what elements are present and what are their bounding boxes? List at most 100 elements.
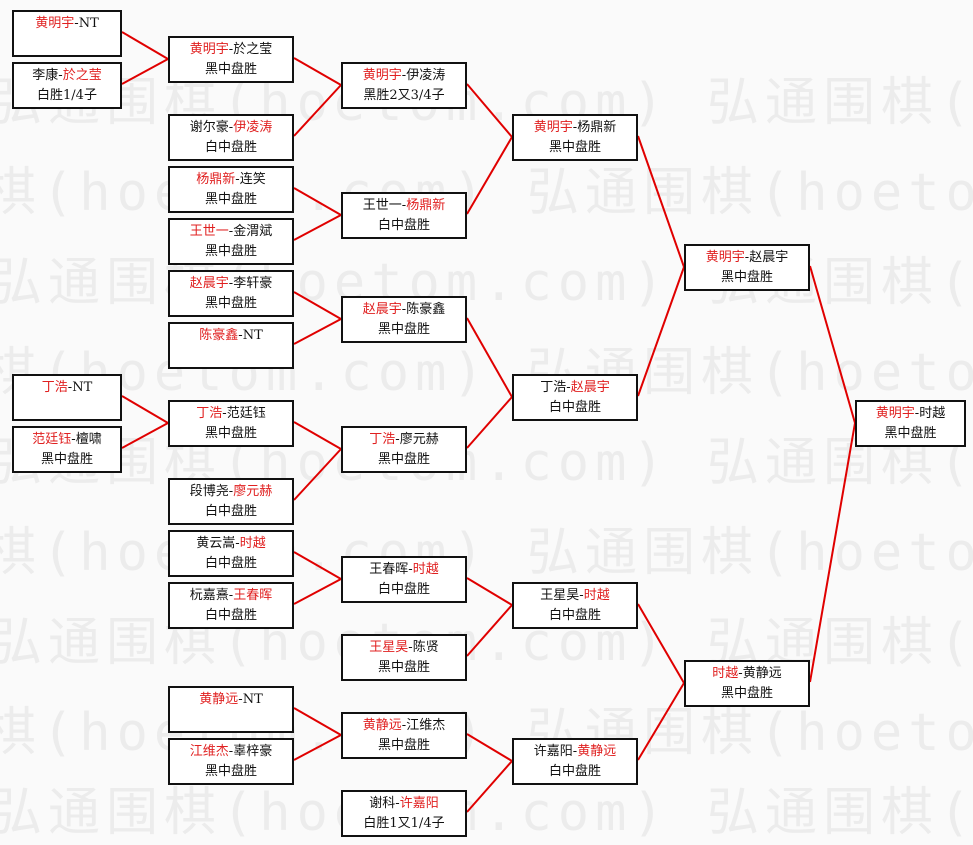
bracket-connector: [293, 84, 342, 137]
bracket-connector: [466, 760, 513, 813]
separator: -: [228, 120, 234, 135]
match-box: 赵晨宇-李轩豪黑中盘胜: [168, 270, 294, 317]
match-players: 丁浩-赵晨宇: [514, 378, 636, 398]
bracket-connector: [466, 136, 513, 215]
player-black: 黄明宇: [362, 68, 402, 83]
bracket-connector: [293, 214, 342, 241]
match-players: 谢尔豪-伊凌涛: [170, 118, 292, 138]
separator: -: [738, 666, 743, 681]
bracket-connector: [293, 318, 342, 345]
player-white: NT: [242, 692, 263, 707]
player-white: 金渭斌: [233, 224, 273, 239]
match-players: 丁浩-NT: [14, 378, 120, 398]
match-result: 白中盘胜: [204, 608, 257, 623]
separator: -: [401, 198, 407, 213]
match-box: 黄明宇-NT: [12, 10, 122, 57]
player-black: 范廷钰: [32, 432, 72, 447]
player-black: 王星昊: [369, 640, 409, 655]
player-black: 王星昊: [540, 588, 580, 603]
player-white: 时越: [239, 536, 266, 551]
separator: -: [401, 718, 407, 733]
match-result: [14, 398, 120, 418]
match-result: 黑中盘胜: [204, 192, 257, 207]
separator: -: [228, 588, 234, 603]
player-black: 黄明宇: [35, 16, 75, 31]
match-box: 时越-黄静远黑中盘胜: [684, 660, 810, 707]
player-black: 杨鼎新: [196, 172, 236, 187]
match-box: 王世一-金渭斌黑中盘胜: [168, 218, 294, 265]
match-box: 黄明宇-於之莹黑中盘胜: [168, 36, 294, 83]
player-black: 王世一: [362, 198, 402, 213]
separator: -: [238, 328, 243, 343]
match-result: 黑中盘胜: [40, 452, 93, 467]
player-black: 黄明宇: [189, 42, 229, 57]
match-players: 黄明宇-赵晨宇: [686, 248, 808, 268]
separator: -: [744, 250, 750, 265]
watermark-text: 弘通围棋(hoetom.com) 弘通围棋(hoetom.com) 弘通围棋(h…: [0, 433, 973, 493]
match-players: 黄云嵩-时越: [170, 534, 292, 554]
match-players: 黄明宇-杨鼎新: [514, 118, 636, 138]
player-white: 连笑: [239, 172, 266, 187]
watermark-text: 弘通围棋(hoetom.com) 弘通围棋(hoetom.com) 弘通围棋(h…: [0, 613, 973, 673]
bracket-connector: [637, 603, 685, 684]
player-white: 许嘉阳: [399, 796, 439, 811]
player-white: 杨鼎新: [406, 198, 446, 213]
player-white: 黄静远: [577, 744, 617, 759]
match-result: 白中盘胜: [548, 400, 601, 415]
separator: -: [408, 562, 413, 577]
match-players: 李康-於之莹: [14, 66, 120, 86]
match-result: 黑中盘胜: [720, 686, 773, 701]
match-players: 黄明宇-时越: [857, 404, 964, 424]
bracket-connector: [121, 395, 169, 424]
separator: -: [67, 380, 73, 395]
player-black: 黄静远: [362, 718, 402, 733]
match-players: 王春晖-时越: [343, 560, 465, 580]
bracket-connector: [293, 291, 342, 320]
match-players: 王世一-杨鼎新: [343, 196, 465, 216]
player-white: 陈豪鑫: [406, 302, 446, 317]
separator: -: [235, 536, 240, 551]
player-white: 辜梓豪: [233, 744, 273, 759]
match-result: [170, 346, 292, 366]
match-players: 时越-黄静远: [686, 664, 808, 684]
separator: -: [401, 68, 407, 83]
match-box: 赵晨宇-陈豪鑫黑中盘胜: [341, 296, 467, 343]
player-white: 黄静远: [742, 666, 782, 681]
match-result: 黑中盘胜: [720, 270, 773, 285]
match-players: 黄明宇-伊凌涛: [343, 66, 465, 86]
match-players: 丁浩-廖元赫: [343, 430, 465, 450]
separator: -: [71, 432, 76, 447]
bracket-connector: [293, 448, 342, 501]
bracket-connector: [466, 604, 513, 657]
player-black: 谢尔豪: [189, 120, 229, 135]
match-players: 许嘉阳-黄静远: [514, 742, 636, 762]
player-white: 檀啸: [75, 432, 102, 447]
match-result: 白胜1/4子: [37, 88, 97, 103]
bracket-connector: [121, 422, 169, 449]
player-black: 赵晨宇: [189, 276, 229, 291]
match-box: 黄明宇-伊凌涛黑胜2又3/4子: [341, 62, 467, 109]
match-box: 黄静远-NT: [168, 686, 294, 733]
bracket-connector: [637, 266, 685, 397]
player-white: 时越: [583, 588, 610, 603]
match-box: 杬嘉熹-王春晖白中盘胜: [168, 582, 294, 629]
player-black: 黄静远: [199, 692, 239, 707]
separator: -: [222, 406, 227, 421]
player-black: 黄明宇: [875, 406, 915, 421]
match-result: 黑中盘胜: [377, 738, 430, 753]
player-black: 谢科: [369, 796, 396, 811]
separator: -: [235, 172, 240, 187]
match-result: 白中盘胜: [548, 764, 601, 779]
separator: -: [395, 432, 400, 447]
match-result: 黑中盘胜: [548, 140, 601, 155]
match-box: 王春晖-时越白中盘胜: [341, 556, 467, 603]
match-players: 王星昊-陈贤: [343, 638, 465, 658]
bracket-connector: [466, 317, 513, 398]
bracket-connector: [466, 577, 513, 606]
separator: -: [408, 640, 413, 655]
player-white: 於之莹: [62, 68, 102, 83]
separator: -: [228, 42, 234, 57]
separator: -: [572, 120, 578, 135]
player-white: 李轩豪: [233, 276, 273, 291]
